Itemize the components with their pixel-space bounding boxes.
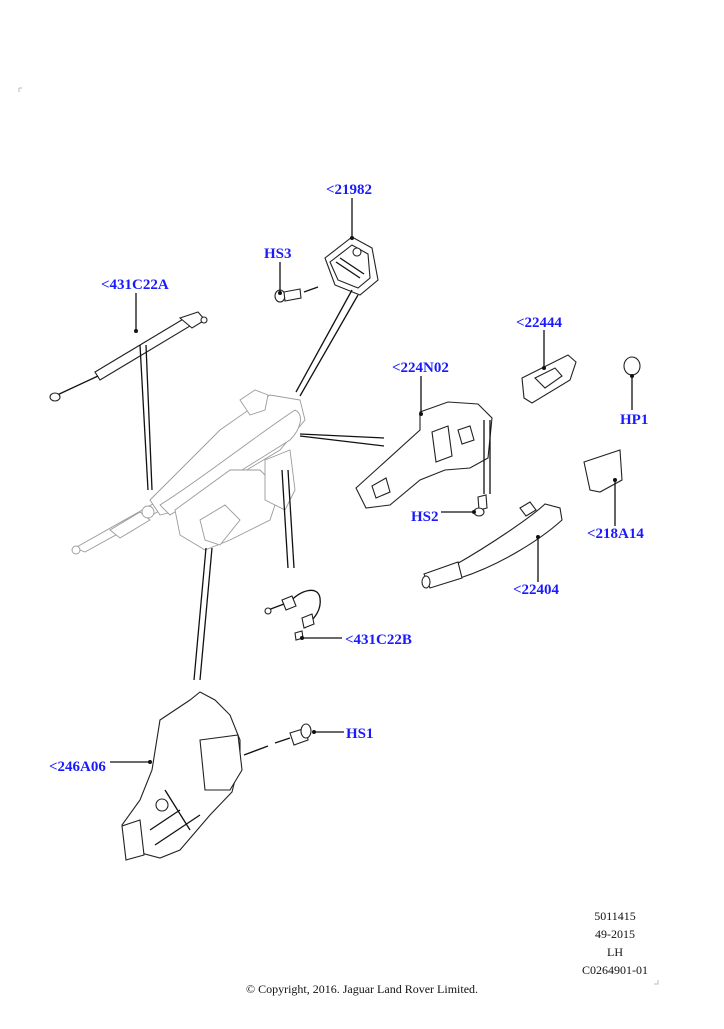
callout-HS2[interactable]: HS2 bbox=[411, 509, 439, 525]
crop-mark bbox=[18, 87, 22, 92]
part-handle-22404 bbox=[421, 501, 563, 589]
part-bolt-HS1 bbox=[243, 723, 312, 756]
part-cable-431C22B bbox=[264, 589, 321, 641]
callout-HS3[interactable]: HS3 bbox=[264, 246, 292, 262]
part-striker-21982 bbox=[324, 236, 379, 296]
assembly-ghost bbox=[71, 389, 306, 555]
callout-246A06[interactable]: <246A06 bbox=[49, 759, 106, 775]
meta-illustration-code: C0264901-01 bbox=[582, 963, 648, 977]
callout-431C22A[interactable]: <431C22A bbox=[101, 277, 169, 293]
callout-224N02[interactable]: <224N02 bbox=[392, 360, 449, 376]
callout-218A14[interactable]: <218A14 bbox=[587, 526, 644, 542]
meta-ref-number: 5011415 bbox=[594, 909, 636, 923]
crop-mark bbox=[654, 980, 659, 985]
part-bolt-HS3 bbox=[274, 286, 319, 303]
part-bolt-HS2 bbox=[473, 494, 488, 517]
part-latch-246A06 bbox=[121, 691, 243, 861]
part-plug-HP1 bbox=[623, 356, 641, 376]
part-bracket-224N02 bbox=[355, 401, 493, 509]
part-cable-431C22A bbox=[49, 311, 208, 402]
callout-HS1[interactable]: HS1 bbox=[346, 726, 374, 742]
leader-lines bbox=[110, 198, 634, 764]
part-cover-22444 bbox=[521, 354, 577, 404]
callout-HP1[interactable]: HP1 bbox=[620, 412, 649, 428]
meta-date-code: 49-2015 bbox=[595, 927, 635, 941]
callout-22444[interactable]: <22444 bbox=[516, 315, 563, 331]
copyright-notice: © Copyright, 2016. Jaguar Land Rover Lim… bbox=[245, 982, 479, 996]
part-cap-218A14 bbox=[583, 449, 623, 493]
callout-22404[interactable]: <22404 bbox=[513, 582, 560, 598]
meta-side: LH bbox=[607, 945, 623, 959]
guide-lines bbox=[139, 289, 491, 681]
callout-21982[interactable]: <21982 bbox=[326, 182, 373, 198]
callout-431C22B[interactable]: <431C22B bbox=[345, 632, 412, 648]
